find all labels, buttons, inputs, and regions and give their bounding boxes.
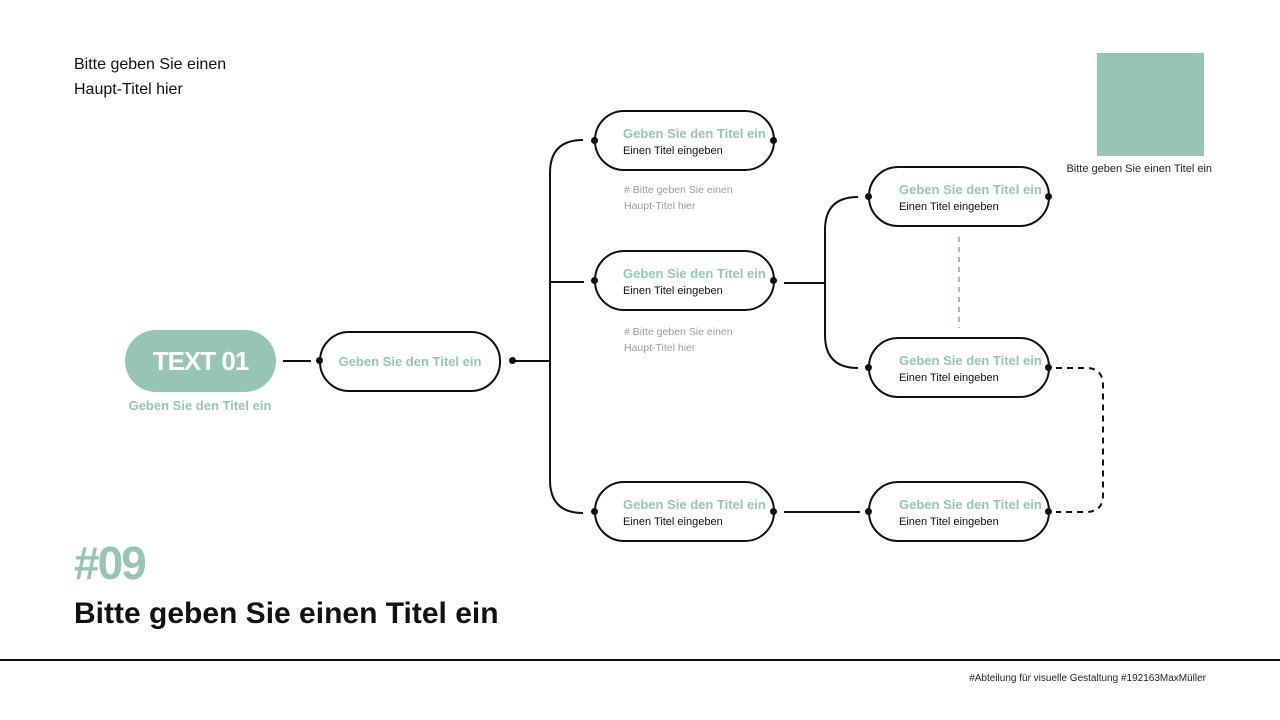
node-5-right-dot [770, 508, 777, 515]
node-2-title: Geben Sie den Titel ein [623, 266, 766, 281]
footer-text: #Abteilung für visuelle Gestaltung #1921… [969, 673, 1206, 684]
node-5-title: Geben Sie den Titel ein [623, 497, 766, 512]
node-1-title: Geben Sie den Titel ein [623, 126, 766, 141]
node-3-title: Geben Sie den Titel ein [899, 182, 1042, 197]
level1-node: Geben Sie den Titel ein [319, 331, 501, 392]
level1-right-dot [509, 357, 516, 364]
node-3-subtitle: Einen Titel eingeben [899, 201, 999, 213]
node-4-title: Geben Sie den Titel ein [899, 353, 1042, 368]
note-2: # Bitte geben Sie einen Haupt-Titel hier [624, 326, 733, 354]
node-6-left-dot [865, 508, 872, 515]
connector-branch-vertical [824, 196, 859, 369]
root-caption: Geben Sie den Titel ein [128, 398, 272, 413]
root-node: TEXT 01 [125, 330, 276, 392]
swatch-label: Bitte geben Sie einen Titel ein [1066, 163, 1212, 175]
node-2-subtitle: Einen Titel eingeben [623, 285, 723, 297]
main-title: Bitte geben Sie einen Haupt-Titel hier [74, 56, 227, 98]
node-2-right-dot [770, 277, 777, 284]
node-4-right-dot [1045, 364, 1052, 371]
node-2: Geben Sie den Titel ein Einen Titel eing… [594, 250, 775, 311]
color-swatch [1097, 53, 1204, 156]
node-5: Geben Sie den Titel ein Einen Titel eing… [594, 481, 775, 542]
node-4: Geben Sie den Titel ein Einen Titel eing… [868, 337, 1050, 398]
node-5-subtitle: Einen Titel eingeben [623, 516, 723, 528]
section-title: Bitte geben Sie einen Titel ein [74, 597, 499, 630]
node-6-subtitle: Einen Titel eingeben [899, 516, 999, 528]
divider [0, 659, 1280, 661]
node-1: Geben Sie den Titel ein Einen Titel eing… [594, 110, 775, 171]
level1-left-dot [316, 357, 323, 364]
level1-node-title: Geben Sie den Titel ein [338, 354, 482, 369]
connector-trunk-vertical [549, 139, 584, 514]
node-2-left-dot [591, 277, 598, 284]
node-4-left-dot [865, 364, 872, 371]
node-1-left-dot [591, 137, 598, 144]
section-number: #09 [74, 537, 147, 589]
node-1-subtitle: Einen Titel eingeben [623, 145, 723, 157]
note-1: # Bitte geben Sie einen Haupt-Titel hier [624, 184, 733, 212]
node-1-right-dot [770, 137, 777, 144]
node-3-left-dot [865, 193, 872, 200]
node-3-right-dot [1045, 193, 1052, 200]
connector-dashed-loop [1056, 367, 1104, 513]
node-6-title: Geben Sie den Titel ein [899, 497, 1042, 512]
node-4-subtitle: Einen Titel eingeben [899, 372, 999, 384]
node-6-right-dot [1045, 508, 1052, 515]
node-3: Geben Sie den Titel ein Einen Titel eing… [868, 166, 1050, 227]
node-6: Geben Sie den Titel ein Einen Titel eing… [868, 481, 1050, 542]
node-5-left-dot [591, 508, 598, 515]
